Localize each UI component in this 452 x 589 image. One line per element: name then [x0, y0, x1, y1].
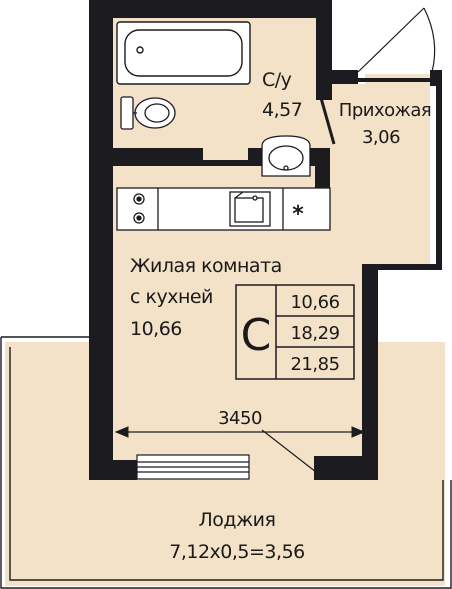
- summary-total-area: 18,29: [290, 323, 339, 344]
- stove-icon: [133, 193, 145, 224]
- balcony-door: [136, 429, 317, 480]
- area-summary-table: [235, 284, 355, 380]
- loggia-outline: [0, 336, 452, 589]
- living-room-name-line2: с кухней: [130, 286, 213, 308]
- sink-icon: [261, 135, 311, 177]
- entrance-door: [357, 7, 436, 73]
- loggia-name: Лоджия: [199, 509, 276, 531]
- summary-total-with-loggia: 21,85: [290, 354, 339, 375]
- apartment-floor: [110, 18, 430, 460]
- fridge-symbol: *: [292, 202, 304, 227]
- dimension-width: 3450: [218, 408, 262, 429]
- walls: [89, 0, 442, 480]
- hallway-name: Прихожая: [339, 100, 431, 121]
- bathroom-door: [319, 97, 336, 145]
- summary-letter: С: [241, 310, 272, 361]
- dimension-line: [114, 426, 366, 438]
- kitchen-sink-icon: [229, 191, 271, 227]
- living-room-area: 10,66: [130, 318, 182, 340]
- bathroom-area: 4,57: [262, 99, 302, 121]
- summary-living-area: 10,66: [290, 292, 339, 313]
- bathtub-icon: [116, 21, 251, 85]
- loggia-area: 7,12x0,5=3,56: [169, 541, 305, 563]
- living-room-name-line1: Жилая комната: [130, 255, 282, 277]
- hallway-area: 3,06: [362, 127, 400, 148]
- kitchen-counter: [116, 187, 331, 231]
- toilet-icon: [120, 96, 176, 130]
- bathroom-name: С/у: [262, 69, 292, 91]
